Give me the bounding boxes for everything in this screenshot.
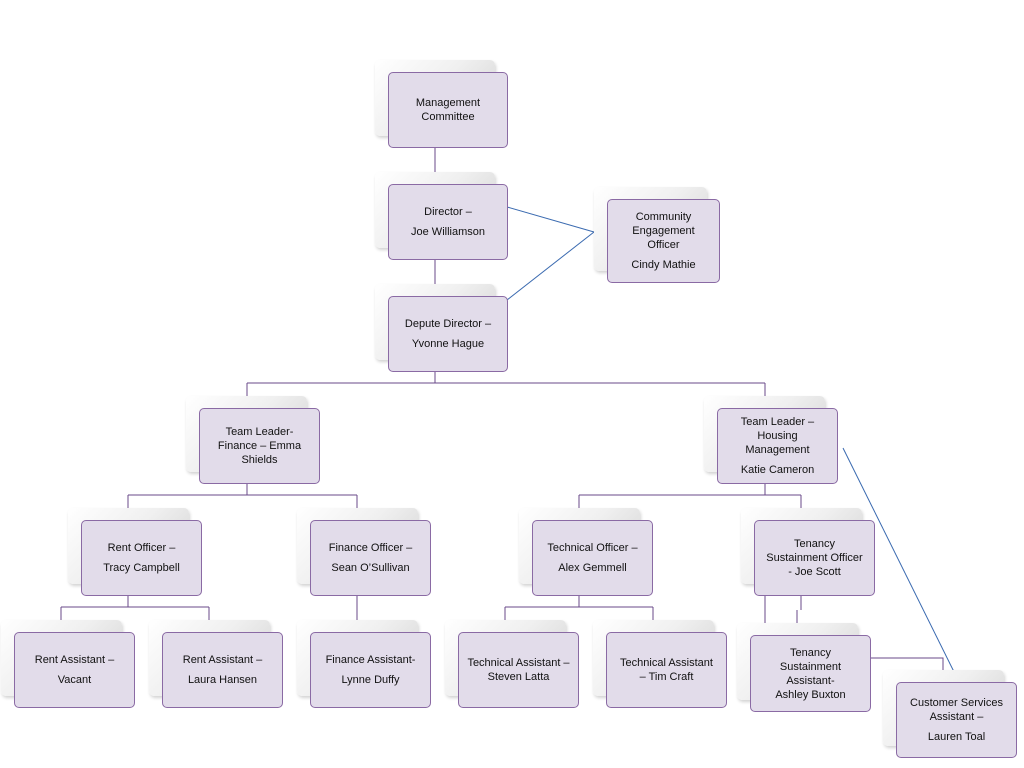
node-box: Depute Director – Yvonne Hague xyxy=(388,296,508,372)
node-person: Tracy Campbell xyxy=(103,562,180,574)
node-person: Cindy Mathie xyxy=(631,259,696,271)
connector-community-director xyxy=(506,206,595,233)
connector-housing-customer-services xyxy=(842,447,964,691)
node-person: Yvonne Hague xyxy=(411,338,485,350)
node-role: Assistant – xyxy=(929,711,984,723)
node-box: Finance Assistant- Lynne Duffy xyxy=(310,632,431,708)
node-role: Finance – Emma xyxy=(217,440,302,452)
node-person: Laura Hansen xyxy=(187,674,258,686)
node-person: Lauren Toal xyxy=(927,731,986,743)
connector-tenancy-assistant xyxy=(764,596,802,623)
node-role: Officer xyxy=(647,239,680,251)
node-role: Director – xyxy=(424,206,472,218)
node-role: Rent Assistant – xyxy=(34,654,115,666)
node-person: Steven Latta xyxy=(487,671,550,683)
node-box: Tenancy Sustainment Officer - Joe Scott xyxy=(754,520,875,596)
connector-customer-services xyxy=(871,657,944,672)
node-person: Lynne Duffy xyxy=(341,674,400,686)
node-box: Customer Services Assistant – Lauren Toa… xyxy=(896,682,1017,758)
connector-rent-assistants xyxy=(60,596,210,632)
connector-depute-teamleaders xyxy=(246,372,766,408)
node-role: Tenancy xyxy=(790,646,831,659)
node-person: – Tim Craft xyxy=(639,671,694,683)
node-role: Housing xyxy=(757,430,798,442)
node-role: Sustainment Officer xyxy=(766,552,863,564)
node-role: Rent Assistant – xyxy=(182,654,263,666)
node-box: Team Leader – Housing Management Katie C… xyxy=(717,408,838,484)
node-box: Technical Assistant – Steven Latta xyxy=(458,632,579,708)
node-role: Technical Officer – xyxy=(547,542,638,554)
node-box: Management Committee xyxy=(388,72,508,148)
connector-housing-officers xyxy=(578,484,802,520)
node-box: Community Engagement Officer Cindy Mathi… xyxy=(607,199,720,283)
node-person: Shields xyxy=(241,454,278,466)
node-person: Sean O’Sullivan xyxy=(331,562,410,574)
node-person: Alex Gemmell xyxy=(558,562,627,574)
node-role: Team Leader- xyxy=(225,426,294,438)
node-role: Community xyxy=(635,211,692,223)
node-box: Tenancy Sustainment Assistant- Ashley Bu… xyxy=(750,635,871,712)
node-box: Rent Officer – Tracy Campbell xyxy=(81,520,202,596)
connector-community-depute xyxy=(506,231,595,301)
node-role: Technical Assistant – xyxy=(467,657,570,669)
node-person: Katie Cameron xyxy=(740,464,815,476)
node-person: - Joe Scott xyxy=(788,566,841,578)
node-role: Tenancy xyxy=(794,538,835,550)
node-person: Ashley Buxton xyxy=(775,688,846,701)
node-role: Sustainment xyxy=(779,660,842,673)
connector-tech-assistants xyxy=(504,596,654,632)
node-role: Depute Director – xyxy=(404,318,492,330)
node-title: Management xyxy=(415,97,481,109)
node-role: Team Leader – xyxy=(740,416,815,428)
node-role: Engagement xyxy=(632,225,695,237)
node-box: Rent Assistant – Vacant xyxy=(14,632,135,708)
connector-finance-officers xyxy=(127,484,358,520)
node-role: Rent Officer – xyxy=(107,542,176,554)
node-box: Director – Joe Williamson xyxy=(388,184,508,260)
node-role: Assistant- xyxy=(786,674,835,687)
node-box: Finance Officer – Sean O’Sullivan xyxy=(310,520,431,596)
node-role: Technical Assistant xyxy=(620,657,713,669)
node-box: Rent Assistant – Laura Hansen xyxy=(162,632,283,708)
node-role: Customer Services xyxy=(910,697,1003,709)
node-box: Technical Assistant – Tim Craft xyxy=(606,632,727,708)
node-role: Finance Officer – xyxy=(328,542,413,554)
node-title: Committee xyxy=(421,111,475,123)
node-person: Vacant xyxy=(57,674,92,686)
node-box: Team Leader- Finance – Emma Shields xyxy=(199,408,320,484)
node-role: Finance Assistant- xyxy=(325,654,416,666)
node-person: Joe Williamson xyxy=(411,226,485,238)
node-box: Technical Officer – Alex Gemmell xyxy=(532,520,653,596)
node-role: Management xyxy=(745,444,810,456)
